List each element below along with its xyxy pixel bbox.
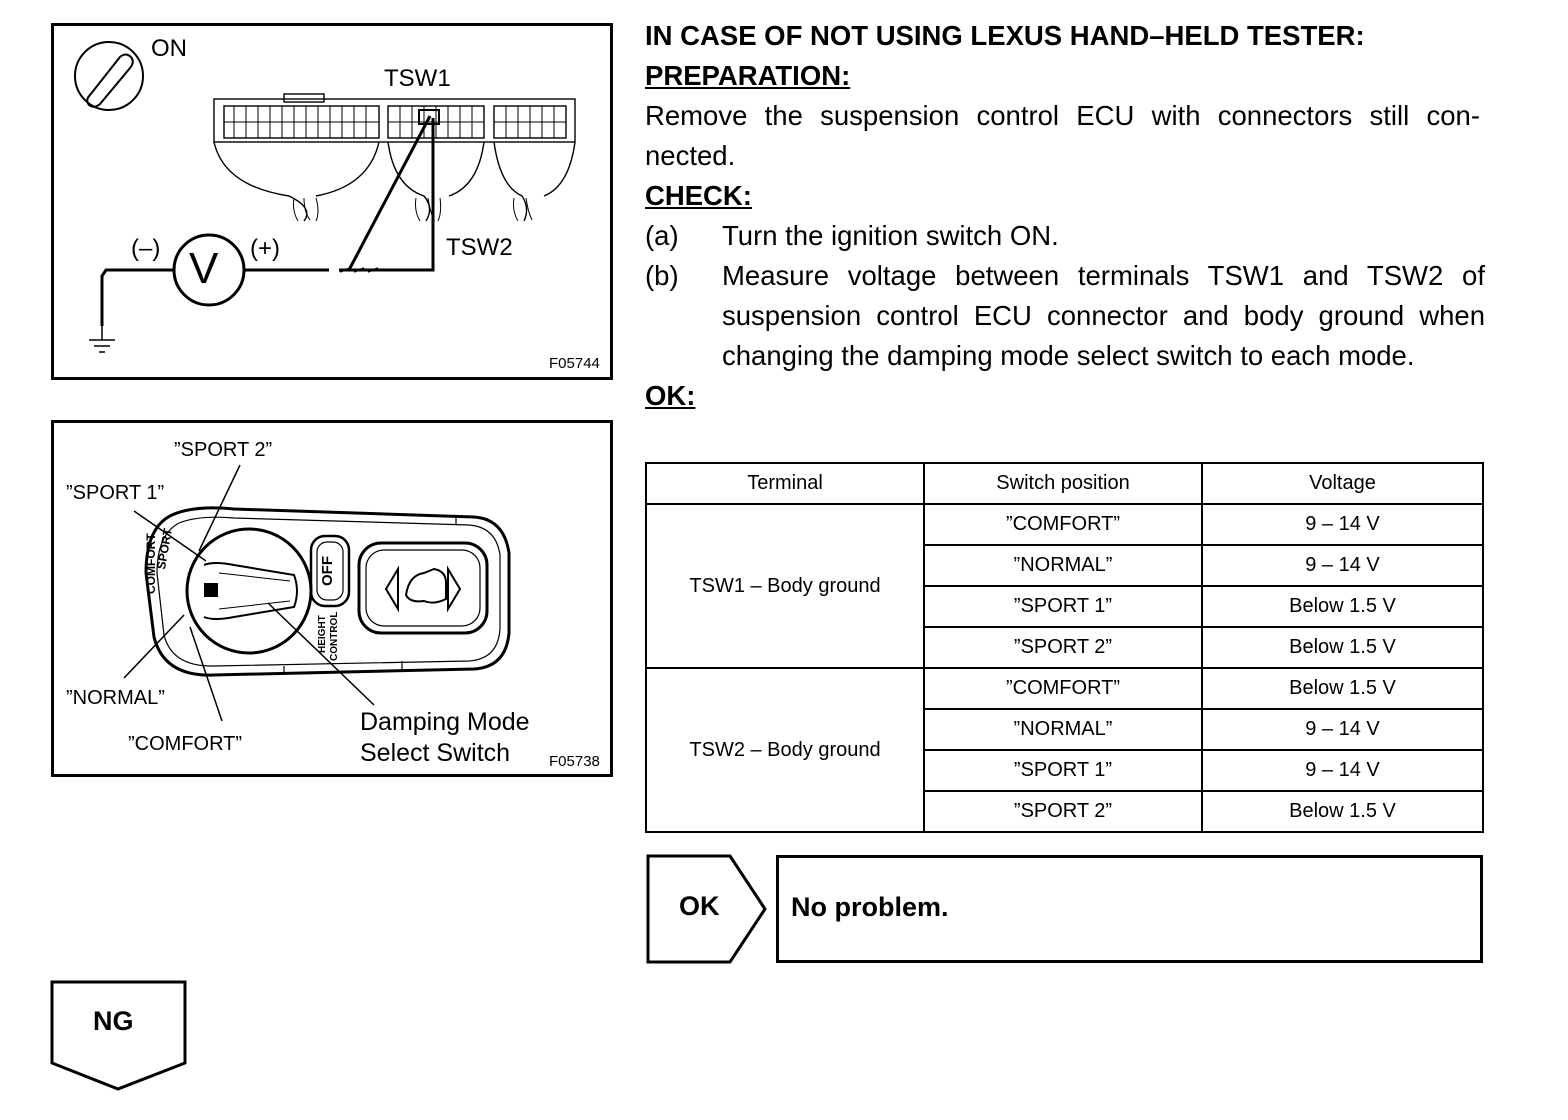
comfort-label: ”COMFORT” [128,733,243,755]
switch-diagram [123,464,511,722]
height-control-label-2: CONTROL [329,611,340,661]
voltage-cell: Below 1.5 V [1201,667,1484,710]
connector-diagram [74,41,576,353]
table-row: ”SPORT 2” Below 1.5 V [646,626,1484,669]
height-control-label-1: HEIGHT [317,615,328,653]
connector-figure: V ON TSW1 TSW2 (–) (+) F05744 [51,23,613,380]
position-cell: ”COMFORT” [923,667,1203,710]
ok-result-box: No problem. [776,855,1483,963]
off-button-label: OFF [319,556,336,586]
position-cell: ”SPORT 1” [923,749,1203,792]
plus-label: (+) [250,235,280,262]
switch-name-line1: Damping Mode [360,708,530,736]
tsw2-label: TSW2 [446,234,513,261]
leader-lines [123,464,375,722]
step-a-text: Turn the ignition switch ON. [722,220,1059,251]
position-cell: ”NORMAL” [923,708,1203,751]
header-voltage: Voltage [1201,462,1484,505]
ng-label: NG [93,1006,134,1036]
normal-label: ”NORMAL” [66,687,165,709]
switch-panel-icon [144,506,511,677]
header-switch-position: Switch position [923,462,1203,505]
step-b: (b) Measure voltage between terminals TS… [645,256,1485,376]
ok-heading: OK: [645,380,696,411]
figure-id: F05744 [549,355,600,372]
ok-label: OK [679,891,720,921]
position-cell: ”SPORT 2” [923,626,1203,669]
table-row: TSW1 – Body ground ”COMFORT” 9 – 14 V [645,503,1484,669]
terminal-cell: TSW1 – Body ground [645,503,925,669]
ignition-key-icon [74,41,144,111]
table-header-row: Terminal Switch position Voltage [645,462,1484,505]
sport2-label: ”SPORT 2” [174,439,273,461]
off-button-icon [309,534,351,608]
height-control-rocker-icon [357,541,489,635]
step-b-text: Measure voltage between terminals TSW1 a… [722,260,1485,371]
voltage-cell: 9 – 14 V [1201,544,1484,587]
voltage-cell: 9 – 14 V [1201,503,1484,546]
minus-label: (–) [131,235,161,262]
sport1-label: ”SPORT 1” [66,482,165,504]
table-row: ”SPORT 1” 9 – 14 V [646,749,1484,792]
switch-name-line2: Select Switch [360,739,511,767]
ground-icon [89,326,115,353]
preparation-text: Remove the suspension control ECU with c… [645,100,1480,171]
voltage-cell: Below 1.5 V [1201,790,1484,833]
ignition-on-label: ON [151,35,187,62]
table-row: TSW2 – Body ground ”COMFORT” Below 1.5 V [645,667,1484,833]
figure-id: F05738 [549,753,600,770]
terminal-cell: TSW2 – Body ground [645,667,925,833]
step-b-label: (b) [645,260,679,291]
voltmeter-icon [172,233,246,307]
ok-result-text: No problem. [791,892,949,922]
position-cell: ”COMFORT” [923,503,1203,546]
table-row: ”NORMAL” 9 – 14 V [646,544,1484,587]
rotary-knob-icon [185,527,313,655]
probe-leads [100,115,435,326]
ecu-connector-icon [213,93,576,222]
step-a: (a) Turn the ignition switch ON. [645,216,1485,256]
ng-arrow-icon [50,980,187,1091]
position-cell: ”SPORT 2” [923,790,1203,833]
voltmeter-letter: V [189,244,219,293]
table-row: ”SPORT 2” Below 1.5 V [646,790,1484,833]
switch-figure: COMFORT SPORT OFF HEIGHT CONTROL ”SPORT … [51,420,613,777]
position-cell: ”NORMAL” [923,544,1203,587]
ok-arrow-icon [646,854,767,964]
voltage-cell: Below 1.5 V [1201,585,1484,628]
step-a-label: (a) [645,220,679,251]
table-row: ”NORMAL” 9 – 14 V [646,708,1484,751]
table-row: ”SPORT 1” Below 1.5 V [646,585,1484,628]
voltage-spec-table: Terminal Switch position Voltage TSW1 – … [645,462,1484,833]
instructions: IN CASE OF NOT USING LEXUS HAND–HELD TES… [645,16,1485,416]
header-terminal: Terminal [645,462,925,505]
position-cell: ”SPORT 1” [923,585,1203,628]
check-heading: CHECK: [645,180,752,211]
preparation-heading: PREPARATION: [645,60,851,91]
section-heading: IN CASE OF NOT USING LEXUS HAND–HELD TES… [645,20,1365,51]
tsw1-label: TSW1 [384,65,451,92]
voltage-cell: 9 – 14 V [1201,749,1484,792]
voltage-cell: Below 1.5 V [1201,626,1484,669]
voltage-cell: 9 – 14 V [1201,708,1484,751]
